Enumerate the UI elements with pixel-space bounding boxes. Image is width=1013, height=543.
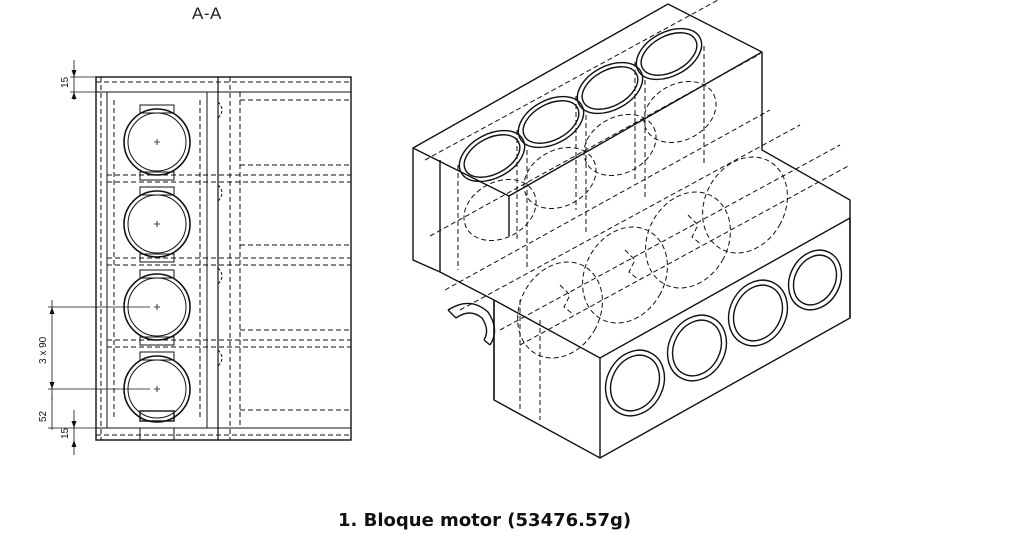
section-label: A-A — [192, 4, 222, 23]
crank-bearing — [447, 302, 496, 346]
top-cylinder-4 — [635, 27, 703, 81]
bore-face — [493, 217, 851, 359]
dim-bottom-flange: 15 — [60, 427, 71, 439]
front-bore-1 — [604, 349, 666, 417]
dim-bottom-offset: 52 — [38, 410, 49, 422]
dim-top-offset: 15 — [60, 76, 71, 88]
top-cylinder-1 — [458, 129, 526, 183]
head-block — [412, 3, 851, 459]
front-bore-3 — [727, 279, 789, 347]
section-view: 15 3 x 90 52 15 — [38, 60, 352, 455]
front-bore-2 — [666, 314, 728, 382]
cylinder-2 — [123, 186, 191, 263]
top-cylinder-2 — [517, 95, 585, 149]
dim-cylinder-spacing: 3 x 90 — [38, 336, 49, 364]
isometric-view — [412, 0, 851, 459]
cylinder-1 — [123, 104, 191, 181]
top-cylinder-3 — [576, 61, 644, 115]
part-caption: 1. Bloque motor (53476.57g) — [338, 510, 632, 531]
front-bore-4 — [787, 249, 843, 311]
